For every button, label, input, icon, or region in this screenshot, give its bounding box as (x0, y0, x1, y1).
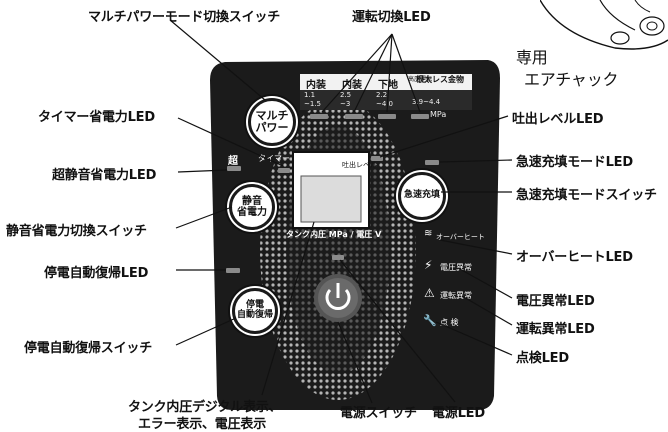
callout-power-switch: 電源スイッチ (340, 406, 417, 421)
power-button[interactable] (314, 274, 362, 322)
rapid-fill-led (425, 160, 439, 165)
rapid-fill-button[interactable]: 急速充填 (398, 172, 446, 220)
voltage-label: 電圧異常 (440, 263, 472, 272)
multi-power-button[interactable]: マルチ パワー (248, 98, 296, 146)
overheat-icon: ≋ (424, 228, 433, 239)
callout-inspection-led: 点検LED (516, 351, 569, 366)
callout-rapid-fill-switch: 急速充填モードスイッチ (516, 188, 657, 203)
quiet-button[interactable]: 静音 省電力 (229, 184, 275, 230)
auto-button-line1: 停電 (245, 300, 264, 311)
callout-timer-led: タイマー省電力LED (38, 110, 155, 125)
super-quiet-led (227, 166, 241, 171)
callout-power-failure-switch: 停電自動復帰スイッチ (24, 341, 153, 356)
mode-range-1a: 1.1 (304, 91, 316, 99)
discharge-label: 吐出レベル (342, 161, 377, 169)
callout-rapid-fill-led: 急速充填モードLED (516, 155, 633, 170)
callout-air-chuck-line1: 専用 (516, 48, 548, 67)
callout-overheat-led: オーバーヒートLED (516, 250, 633, 265)
mode-range-3a: 2.2 (376, 91, 388, 99)
wrench-icon: 🔧 (423, 314, 437, 327)
callout-power-led: 電源LED (432, 406, 485, 421)
callout-discharge-led: 吐出レベルLED (512, 112, 604, 127)
mode-name-3: 下地 (378, 80, 398, 91)
mode-range-4a: 3.9~4.4 (412, 98, 441, 106)
mode-name-2: 内装 (342, 80, 362, 91)
mode-led-2 (345, 114, 363, 119)
multi-button-line2: パワー (255, 121, 289, 134)
unit-label: MPa (430, 110, 447, 119)
mode-name-4: 根太レス金物 (416, 75, 464, 84)
operation-label: 運転異常 (440, 291, 472, 300)
callout-operation-error-led: 運転異常LED (516, 322, 595, 337)
mode-range-2a: 2.5 (340, 91, 352, 99)
auto-restart-button[interactable]: 停電 自動復帰 (232, 288, 278, 334)
super-label: 超 (228, 156, 238, 167)
callout-power-failure-led: 停電自動復帰LED (44, 266, 149, 281)
callout-multi-power-switch: マルチパワーモード切換スイッチ (88, 10, 281, 25)
mode-led-1 (310, 114, 328, 119)
callout-voltage-error-led: 電圧異常LED (516, 294, 595, 309)
power-led (332, 255, 344, 260)
overheat-label: オーバーヒート (436, 233, 485, 241)
voltage-error-icon: ⚡ (424, 258, 433, 272)
callout-display-line2: エラー表示、電圧表示 (138, 417, 267, 432)
mode-range-3b: ~4.0 (376, 100, 393, 108)
callout-display-line1: タンク内圧デジタル表示、 (128, 400, 282, 415)
inspection-label: 点 検 (440, 318, 459, 327)
mode-led-3 (378, 114, 396, 119)
mode-range-1b: ~1.5 (304, 100, 321, 108)
quiet-button-line2: 省電力 (237, 207, 267, 218)
quiet-button-line1: 静音 (242, 196, 262, 207)
callout-air-chuck-line2: エアチャック (524, 70, 619, 89)
compressor-body-illustration (540, 0, 668, 50)
callout-super-quiet-led: 超静音省電力LED (52, 168, 157, 183)
mode-range-2b: ~3 (340, 100, 351, 108)
power-failure-led (226, 268, 240, 273)
warning-icon: ⚠ (424, 286, 435, 300)
callout-mode-leds: 運転切換LED (352, 10, 431, 25)
mode-led-4 (411, 114, 429, 119)
callout-quiet-switch: 静音省電力切換スイッチ (6, 224, 147, 239)
auto-button-line2: 自動復帰 (236, 310, 273, 320)
display-caption: タンク内圧 MPa / 電圧 V (286, 230, 382, 239)
discharge-led (371, 156, 383, 161)
timer-label: タイマー (258, 154, 290, 163)
rapid-button-label: 急速充填 (403, 190, 440, 201)
timer-led (278, 168, 290, 173)
mode-name-1: 内装 (306, 80, 326, 91)
